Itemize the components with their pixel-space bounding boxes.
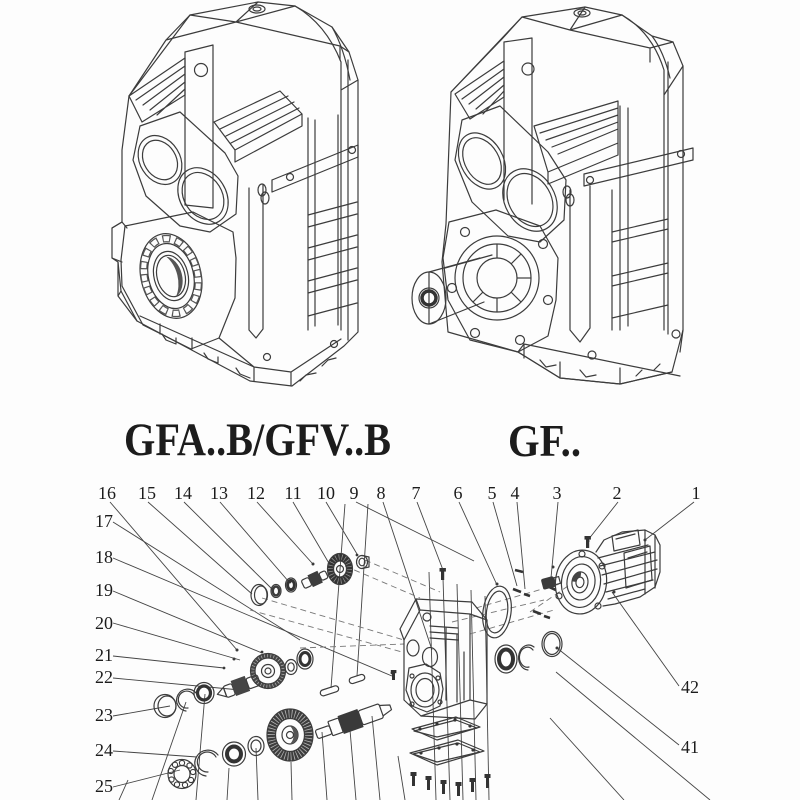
svg-text:12: 12	[247, 483, 265, 503]
svg-text:11: 11	[284, 483, 301, 503]
svg-text:21: 21	[95, 645, 113, 665]
svg-text:GFA..B/GFV..B: GFA..B/GFV..B	[124, 414, 391, 466]
svg-text:16: 16	[98, 483, 116, 503]
svg-text:8: 8	[377, 483, 386, 503]
svg-text:20: 20	[95, 613, 113, 633]
svg-text:10: 10	[317, 483, 335, 503]
svg-text:42: 42	[681, 677, 699, 697]
svg-text:23: 23	[95, 705, 113, 725]
svg-text:2: 2	[613, 483, 622, 503]
svg-text:3: 3	[553, 483, 562, 503]
svg-text:24: 24	[95, 740, 113, 760]
svg-text:17: 17	[95, 511, 113, 531]
svg-text:22: 22	[95, 667, 113, 687]
svg-text:19: 19	[95, 580, 113, 600]
svg-text:4: 4	[511, 483, 520, 503]
svg-text:18: 18	[95, 547, 113, 567]
svg-text:13: 13	[210, 483, 228, 503]
svg-text:5: 5	[488, 483, 497, 503]
svg-text:9: 9	[350, 483, 359, 503]
svg-text:GF..: GF..	[508, 416, 581, 466]
svg-text:15: 15	[138, 483, 156, 503]
svg-text:41: 41	[681, 737, 699, 757]
svg-text:6: 6	[454, 483, 463, 503]
svg-text:7: 7	[412, 483, 421, 503]
svg-text:25: 25	[95, 776, 113, 796]
svg-text:14: 14	[174, 483, 192, 503]
svg-text:1: 1	[692, 483, 701, 503]
